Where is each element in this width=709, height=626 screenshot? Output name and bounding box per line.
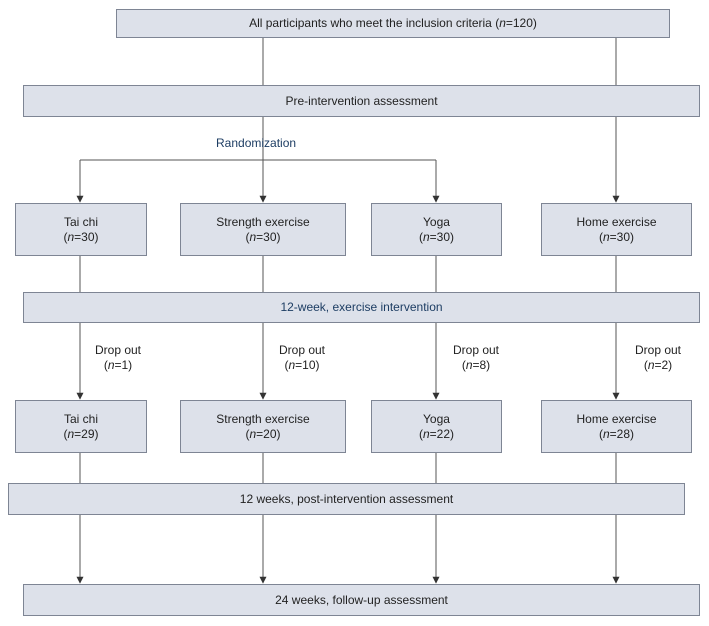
group-box-strength-start: Strength exercise (n=30) xyxy=(180,203,346,256)
group-box-yoga-end: Yoga (n=22) xyxy=(371,400,502,453)
group-name: Strength exercise xyxy=(216,411,310,426)
inclusion-criteria-text: All participants who meet the inclusion … xyxy=(249,16,537,30)
group-count: (n=30) xyxy=(63,229,99,244)
group-name: Home exercise xyxy=(576,411,657,426)
group-count: (n=29) xyxy=(63,426,99,441)
group-count: (n=30) xyxy=(418,229,455,244)
inclusion-criteria-box: All participants who meet the inclusion … xyxy=(116,9,670,38)
intervention-label: 12-week, exercise intervention xyxy=(280,300,443,314)
post-intervention-label: 12 weeks, post-intervention assessment xyxy=(239,491,454,506)
pre-intervention-label: Pre-intervention assessment xyxy=(285,93,438,108)
post-intervention-box: 12 weeks, post-intervention assessment xyxy=(8,483,685,515)
group-count: (n=30) xyxy=(598,229,635,244)
dropout-label-home: Drop out (n=2) xyxy=(634,343,682,372)
dropout-label-strength: Drop out (n=10) xyxy=(278,343,326,372)
follow-up-label: 24 weeks, follow-up assessment xyxy=(275,592,448,607)
group-box-taichi-start: Tai chi (n=30) xyxy=(15,203,147,256)
follow-up-box: 24 weeks, follow-up assessment xyxy=(23,584,700,616)
group-name: Tai chi xyxy=(63,214,98,229)
pre-intervention-box: Pre-intervention assessment xyxy=(23,85,700,117)
randomization-label: Randomization xyxy=(216,136,297,150)
group-box-strength-end: Strength exercise (n=20) xyxy=(180,400,346,453)
intervention-box: 12-week, exercise intervention xyxy=(23,292,700,323)
group-count: (n=20) xyxy=(245,426,281,441)
group-box-taichi-end: Tai chi (n=29) xyxy=(15,400,147,453)
dropout-label-taichi: Drop out (n=1) xyxy=(94,343,142,372)
group-name: Yoga xyxy=(423,411,450,426)
dropout-label-yoga: Drop out (n=8) xyxy=(452,343,500,372)
group-name: Yoga xyxy=(423,214,450,229)
group-box-home-end: Home exercise (n=28) xyxy=(541,400,692,453)
group-name: Tai chi xyxy=(63,411,98,426)
group-name: Home exercise xyxy=(576,214,657,229)
group-box-home-start: Home exercise (n=30) xyxy=(541,203,692,256)
group-count: (n=22) xyxy=(418,426,455,441)
group-box-yoga-start: Yoga (n=30) xyxy=(371,203,502,256)
group-count: (n=30) xyxy=(245,229,281,244)
group-name: Strength exercise xyxy=(216,214,310,229)
group-count: (n=28) xyxy=(598,426,635,441)
